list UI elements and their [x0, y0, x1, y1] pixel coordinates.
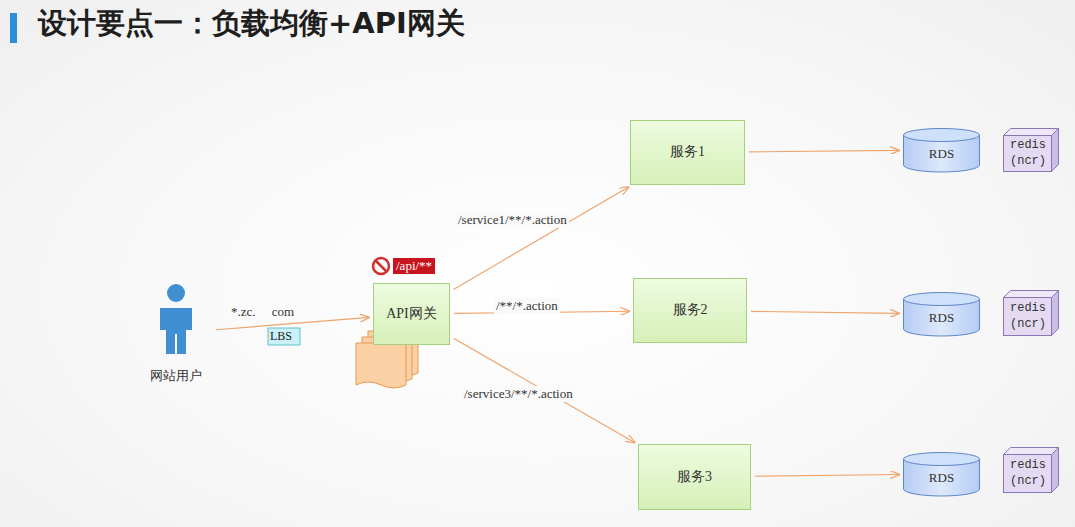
node-label: RDS — [929, 470, 954, 486]
node-label: redis (ncr) — [1008, 137, 1048, 169]
cube-front — [1004, 298, 1052, 336]
cache-cube: redis (ncr) — [1003, 128, 1059, 172]
route-label: /service3/**/*.action — [462, 386, 575, 402]
cube-side — [1052, 129, 1059, 172]
route-label: *.zc. com — [229, 304, 296, 320]
node-texts: 服务2 — [673, 302, 708, 319]
flow-arrow — [453, 187, 628, 289]
cube-side — [1052, 448, 1059, 493]
node-texts: 服务1 — [670, 144, 705, 161]
route-label: /service1/**/*.action — [456, 212, 569, 228]
node-label: RDS — [929, 146, 954, 162]
database-cylinder: RDS — [903, 128, 980, 172]
database-cylinder: RDS — [903, 452, 980, 496]
database-cylinder: RDS — [903, 292, 980, 336]
cube-top — [1004, 129, 1059, 136]
person-head — [167, 284, 185, 302]
cube-front — [1004, 455, 1052, 493]
cylinder-top — [904, 129, 980, 142]
node-texts: 服务3 — [677, 469, 712, 486]
cube-top — [1004, 291, 1059, 298]
blocked-path-tag: /api/** — [393, 258, 435, 274]
node-texts: RDS — [929, 462, 954, 486]
slide-title: 设计要点一：负载均衡+API网关 — [38, 4, 465, 44]
route-label: /**/*.action — [494, 298, 560, 314]
flow-arrow — [755, 475, 899, 477]
node-texts: RDS — [929, 138, 954, 162]
node-texts: redis (ncr) — [1008, 137, 1048, 169]
node-texts: redis (ncr) — [1008, 300, 1048, 332]
cube-side — [1052, 291, 1059, 336]
cube-top — [1004, 448, 1059, 455]
node-texts: API网关 — [386, 306, 437, 323]
service-box: 服务1 — [630, 120, 745, 185]
cache-cube: redis (ncr) — [1003, 290, 1059, 336]
node-label: API网关 — [386, 306, 437, 323]
lbs-tag — [268, 328, 300, 345]
node-texts: redis (ncr) — [1008, 457, 1048, 489]
node-texts: 网站用户 — [150, 368, 202, 384]
node-label: redis (ncr) — [1008, 300, 1048, 332]
flow-arrow — [453, 338, 634, 442]
user-figure: 网站用户 — [140, 282, 212, 384]
flow-arrow — [749, 150, 899, 151]
person-body — [160, 308, 192, 354]
flow-arrow — [751, 311, 899, 313]
cylinder-top — [904, 293, 980, 306]
cylinder-top — [904, 453, 980, 466]
cache-cube: redis (ncr) — [1003, 447, 1059, 493]
node-label: 服务2 — [673, 302, 708, 319]
node-texts: RDS — [929, 302, 954, 326]
lbs-tag-label: LBS — [270, 329, 292, 344]
node-label: RDS — [929, 310, 954, 326]
node-label: 服务1 — [670, 144, 705, 161]
service-box: API网关 — [373, 283, 450, 345]
node-label: 网站用户 — [150, 368, 202, 384]
service-box: 服务3 — [638, 444, 751, 510]
node-label: redis (ncr) — [1008, 457, 1048, 489]
cube-front — [1004, 136, 1052, 172]
node-label: 服务3 — [677, 469, 712, 486]
service-box: 服务2 — [633, 278, 747, 343]
title-bar — [10, 13, 17, 43]
ban-icon — [373, 258, 389, 274]
